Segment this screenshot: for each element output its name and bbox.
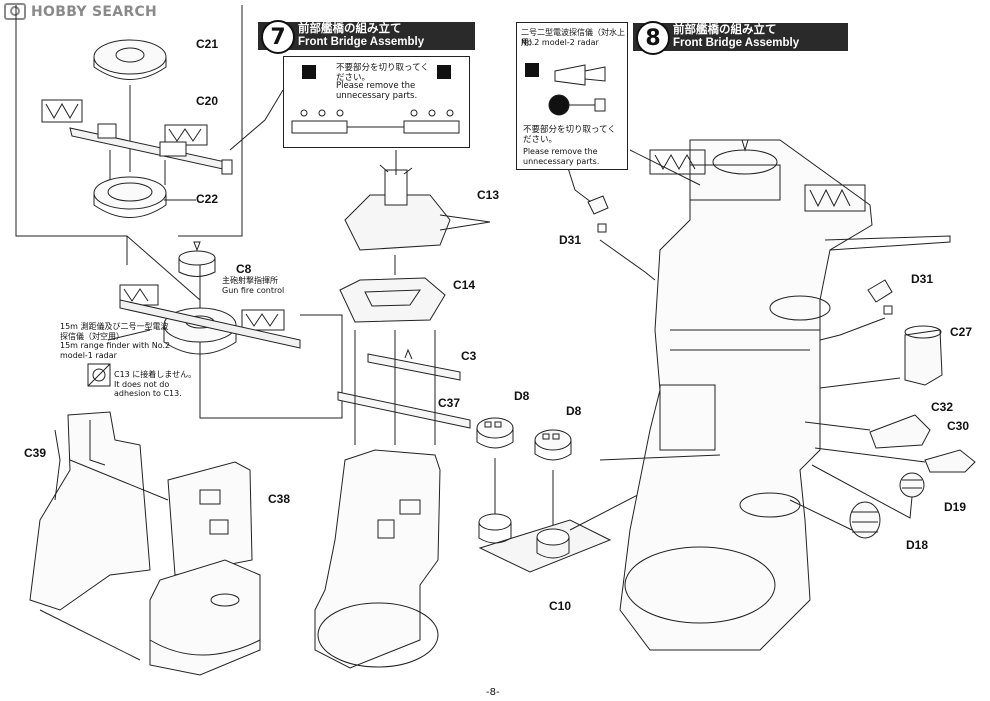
part-c21-drawing — [94, 40, 166, 80]
step7-title-ja: 前部艦橋の組み立て — [298, 23, 402, 35]
label-d19: D19 — [944, 500, 967, 514]
label-d18: D18 — [906, 538, 929, 552]
part-d18-drawing — [850, 502, 880, 538]
cut-icon — [437, 65, 451, 79]
part-c38-drawing — [168, 462, 252, 575]
cut-icon — [525, 63, 539, 77]
label-c37: C37 — [438, 396, 461, 410]
label-d8b: D8 — [566, 404, 582, 418]
no-glue-note: C13 に接着しません。 It does not do adhesion to … — [114, 370, 204, 399]
part-c37-drawing — [338, 392, 470, 428]
part-c30-drawing — [925, 450, 975, 472]
fire-control-ja: 主砲射撃指揮所 — [222, 276, 278, 285]
part-c20-drawing — [42, 100, 232, 174]
label-c38: C38 — [268, 492, 291, 506]
label-c39: C39 — [24, 446, 47, 460]
part-c8-drawing — [179, 242, 215, 277]
part-c32-drawing — [870, 415, 930, 448]
label-c3: C3 — [461, 349, 477, 363]
step7-number: 7 — [261, 20, 295, 54]
page-number: -8- — [486, 687, 500, 698]
step7-header: 7 前部艦橋の組み立て Front Bridge Assembly — [258, 20, 475, 54]
no-glue-icon — [88, 364, 110, 386]
step7-callout: 不要部分を切り取ってください。 Please remove the unnece… — [283, 56, 470, 148]
step8-callout-en: Please remove the unnecessary parts. — [523, 147, 600, 166]
part-c3-drawing — [368, 350, 460, 380]
watermark-text: HOBBY SEARCH — [31, 3, 158, 20]
no-glue-en: It does not do adhesion to C13. — [114, 379, 182, 399]
label-d8a: D8 — [514, 389, 530, 403]
label-c20: C20 — [196, 94, 219, 108]
step7-callout-ja: 不要部分を切り取ってください。 — [336, 63, 429, 83]
no-glue-ja: C13 に接着しません。 — [114, 370, 197, 379]
step8-radar-en: No.2 model-2 radar — [521, 38, 599, 47]
lower-bridge-c-drawing — [150, 560, 260, 675]
label-c32: C32 — [931, 400, 954, 414]
fire-control-note: 主砲射撃指揮所 Gun fire control — [222, 276, 292, 295]
part-d8b-drawing — [535, 430, 571, 460]
tower-assembly-step7-drawing — [315, 450, 440, 668]
label-d31b: D31 — [911, 272, 934, 286]
part-c27-drawing — [905, 326, 942, 385]
part-d31b-drawing — [868, 280, 892, 314]
step8-number: 8 — [636, 21, 670, 55]
part-c39-drawing — [30, 412, 150, 610]
bridge-assembly-step8-drawing — [620, 140, 950, 650]
rangefinder-en: 15m range finder with No.2 model-1 radar — [60, 341, 171, 360]
step8-title-ja: 前部艦橋の組み立て — [673, 24, 777, 36]
step8-callout: 二号二型電波探信儀（対水上用） No.2 model-2 radar 不要部分を… — [516, 22, 628, 170]
part-d31a-drawing — [588, 196, 608, 232]
label-c13: C13 — [477, 188, 500, 202]
step7-title-en: Front Bridge Assembly — [298, 36, 425, 48]
step8-radar-ja: 二号二型電波探信儀（対水上用） — [521, 28, 625, 47]
step8-title-en: Front Bridge Assembly — [673, 37, 800, 49]
label-c30: C30 — [947, 419, 970, 433]
label-c8: C8 — [236, 262, 252, 276]
camera-icon — [4, 3, 26, 20]
step7-title: 前部艦橋の組み立て Front Bridge Assembly — [298, 23, 424, 49]
step8-header: 8 前部艦橋の組み立て Front Bridge Assembly — [633, 21, 848, 55]
rangefinder-note: 15m 測距儀及び二号一型電波探信儀（対空用） 15m range finder… — [60, 322, 172, 360]
fire-control-assembly-drawing — [120, 285, 300, 354]
label-c27: C27 — [950, 325, 973, 339]
label-c22: C22 — [196, 192, 219, 206]
fire-control-en: Gun fire control — [222, 285, 285, 295]
part-c10-drawing — [479, 514, 610, 572]
part-d8a-drawing — [477, 418, 513, 448]
sprue-diagram — [291, 109, 460, 134]
step8-callout-ja: 不要部分を切り取ってください。 — [523, 125, 616, 145]
label-c10: C10 — [549, 599, 572, 613]
label-d31a: D31 — [559, 233, 582, 247]
part-c22-drawing — [94, 177, 196, 218]
step7-callout-en: Please remove the unnecessary parts. — [336, 81, 418, 101]
label-c21: C21 — [196, 37, 219, 51]
radar-sprue-diagram — [548, 64, 606, 116]
step8-title: 前部艦橋の組み立て Front Bridge Assembly — [673, 24, 799, 50]
part-c13-drawing — [345, 165, 490, 250]
cut-icon — [302, 65, 316, 79]
watermark: HOBBY SEARCH — [4, 3, 157, 20]
part-c14-drawing — [340, 278, 445, 322]
rangefinder-ja: 15m 測距儀及び二号一型電波探信儀（対空用） — [60, 322, 169, 341]
part-d19-drawing — [900, 473, 924, 497]
label-c14: C14 — [453, 278, 476, 292]
